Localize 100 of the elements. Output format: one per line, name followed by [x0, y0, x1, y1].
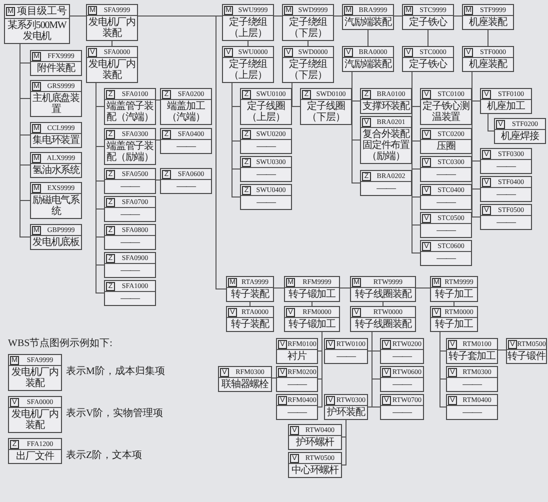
connector-line [20, 44, 30, 238]
wbs-node-box [380, 338, 424, 364]
wbs-node-box [288, 424, 342, 450]
wbs-node-box [282, 4, 334, 41]
node-description: 转子锻件 [507, 350, 546, 363]
wbs-node-box [160, 168, 212, 194]
node-description: —— [120, 264, 141, 277]
wbs-node-box [462, 4, 514, 30]
connector-line [232, 82, 240, 198]
node-description: 发电机厂内装配 [10, 366, 60, 390]
node-description: 机座加工 [486, 100, 526, 113]
wbs-node-box [494, 118, 546, 144]
wbs-node-box [8, 438, 62, 464]
node-description: 端盖管子装配（励端） [105, 140, 154, 164]
wbs-node-box [342, 4, 394, 30]
wbs-node-box [480, 148, 532, 174]
node-description: —— [336, 350, 357, 363]
node-description: 氢油水系统 [31, 164, 81, 177]
node-description: —— [256, 140, 277, 153]
node-description: 转子装配 [230, 318, 270, 331]
wbs-node-box [240, 88, 292, 125]
wbs-node-box [218, 366, 272, 392]
wbs-node-box [8, 396, 62, 433]
legend-note: 表示Z阶，文本项 [66, 450, 142, 462]
node-description: —— [120, 292, 141, 305]
wbs-node-box [30, 80, 82, 117]
node-description: 机座焊接 [500, 130, 540, 143]
wbs-node-box [104, 224, 156, 250]
node-description: —— [120, 180, 141, 193]
node-description: 端盖加工（汽端） [166, 100, 206, 124]
node-description: —— [286, 378, 308, 391]
wbs-node-box [480, 88, 532, 114]
wbs-node-box [8, 354, 62, 391]
node-description: 护环装配 [326, 406, 366, 419]
node-description: —— [256, 196, 277, 209]
node-description: —— [496, 216, 517, 229]
node-description: —— [392, 350, 413, 363]
node-description: 机座装配 [468, 58, 508, 71]
node-description: —— [436, 196, 457, 209]
node-description: 定子铁心测温装置 [421, 100, 470, 124]
node-description: 转子线圈装配 [354, 288, 413, 301]
wbs-node-box [222, 46, 274, 83]
wbs-node-box [222, 4, 274, 41]
wbs-node-box [276, 394, 318, 420]
wbs-node-box [420, 128, 472, 154]
connector-line [382, 302, 384, 306]
wbs-node-box [402, 46, 454, 72]
wbs-node-box [480, 204, 532, 230]
wbs-node-box [284, 306, 340, 332]
node-description: 发电机厂内装配 [87, 16, 136, 40]
wbs-node-box [160, 128, 212, 154]
wbs-node-box [4, 4, 70, 44]
node-description: 励磁电气系统 [31, 194, 81, 218]
wbs-node-box [360, 116, 412, 164]
node-description: —— [392, 406, 413, 419]
node-description: 转子加工 [434, 288, 474, 301]
node-description: —— [462, 378, 483, 391]
wbs-node-box [430, 306, 478, 332]
wbs-node-box [446, 366, 498, 392]
node-description: —— [496, 188, 517, 201]
node-description: —— [436, 252, 457, 265]
node-description: 机座装配 [468, 16, 508, 29]
wbs-node-box [288, 452, 342, 478]
node-description: 转子线圈装配 [354, 318, 413, 331]
node-description: 定子线圈（下层） [306, 100, 346, 124]
node-description: —— [436, 168, 457, 181]
wbs-node-box [446, 338, 498, 364]
connector-line [292, 82, 300, 107]
node-description: —— [120, 208, 141, 221]
node-description: 某系列500MW发电机 [6, 19, 68, 43]
wbs-node-box [350, 276, 416, 302]
wbs-node-box [86, 46, 138, 83]
node-description: 定子绕组（上层） [228, 58, 268, 82]
node-description: 联轴器螺栓 [220, 378, 270, 391]
node-description: 转子套加工 [447, 350, 496, 363]
wbs-node-box [462, 46, 514, 72]
wbs-node-box [104, 252, 156, 278]
node-description: 定子绕组（上层） [228, 16, 268, 40]
node-description: —— [462, 406, 483, 419]
wbs-node-box [324, 338, 368, 364]
node-description: —— [286, 406, 308, 419]
node-description: 定子绕组（下层） [288, 16, 328, 40]
wbs-node-box [30, 224, 82, 250]
node-description: —— [376, 182, 397, 195]
node-description: —— [120, 236, 141, 249]
node-description: 转子锻加工 [287, 288, 336, 301]
wbs-node-box [104, 196, 156, 222]
node-description: —— [176, 140, 197, 153]
node-description: 端盖管子装配（汽端） [105, 100, 154, 124]
node-description: 转子装配 [230, 288, 270, 301]
node-description: 主机底盘装置 [31, 92, 80, 116]
wbs-node-box [480, 176, 532, 202]
node-description: 附件装配 [36, 62, 76, 75]
wbs-node-box [226, 306, 274, 332]
wbs-node-box [240, 128, 292, 154]
wbs-node-box [446, 394, 498, 420]
connector-line [342, 420, 346, 466]
node-description: —— [392, 378, 413, 391]
wbs-node-box [104, 128, 156, 165]
wbs-node-box [342, 46, 394, 72]
